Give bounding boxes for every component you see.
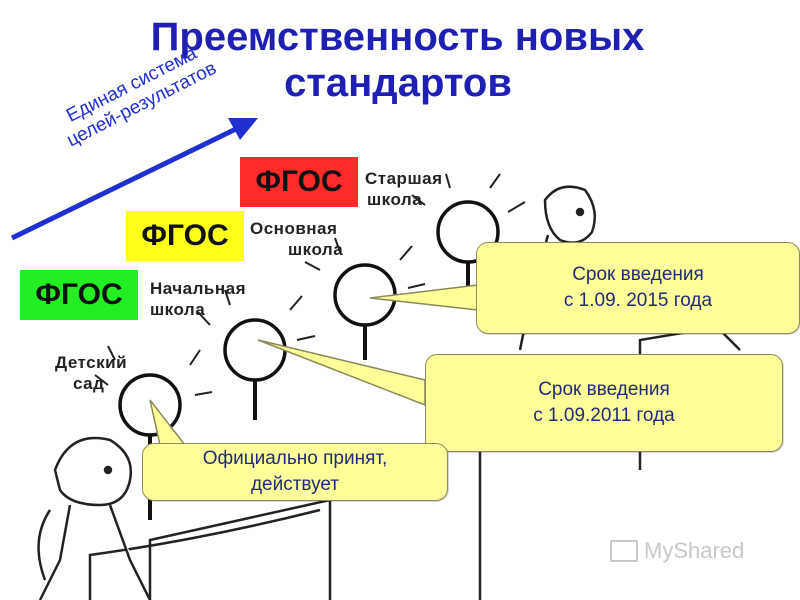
callout-official: Официально принят, действует (142, 443, 448, 501)
callout-official-line-2: действует (250, 474, 340, 495)
level-basic-line-2: школа (288, 240, 344, 259)
callout-2015-line-2: с 1.09. 2015 года (563, 290, 713, 311)
level-senior-school: Старшая школа (365, 168, 443, 210)
fgos-badge-senior: ФГОС (240, 157, 358, 207)
callout-2011-line-1: Срок введения (538, 379, 670, 400)
watermark-logo-icon (610, 540, 638, 562)
page-title: Преемственность новых стандартов (0, 14, 800, 106)
callout-2011: Срок введения с 1.09.2011 года (425, 354, 783, 452)
title-line-1: Преемственность новых (150, 15, 645, 59)
callout-2011-line-2: с 1.09.2011 года (533, 405, 675, 426)
fgos-badge-primary: ФГОС (20, 270, 138, 320)
fgos-badge-basic: ФГОС (126, 211, 244, 261)
level-senior-line-2: школа (367, 190, 423, 209)
level-kindergarten: Детский сад (55, 352, 127, 394)
level-kindergarten-line-1: Детский (55, 353, 128, 372)
watermark-text: MyShared (644, 538, 745, 563)
fgos-label: ФГОС (35, 278, 123, 311)
boy-figure (37, 436, 152, 600)
lamp-rays (94, 173, 526, 396)
fgos-label: ФГОС (141, 219, 229, 252)
level-basic-line-1: Основная (250, 219, 338, 238)
callout-2015-line-1: Срок введения (572, 264, 704, 285)
fgos-label: ФГОС (255, 165, 343, 198)
level-primary-school: Начальная школа (150, 278, 246, 320)
lamp-primary (223, 318, 287, 382)
level-senior-line-1: Старшая (365, 169, 443, 188)
lamp-basic (333, 263, 397, 327)
level-kindergarten-line-2: сад (73, 374, 105, 393)
level-basic-school: Основная школа (250, 218, 343, 260)
level-primary-line-2: школа (150, 300, 206, 319)
callout-official-line-1: Официально принят, (202, 448, 388, 469)
level-primary-line-1: Начальная (150, 279, 247, 298)
diagonal-arrow (10, 118, 258, 241)
callout-2015: Срок введения с 1.09. 2015 года (476, 242, 800, 334)
watermark: MyShared (610, 538, 744, 564)
title-line-2: стандартов (284, 61, 512, 105)
